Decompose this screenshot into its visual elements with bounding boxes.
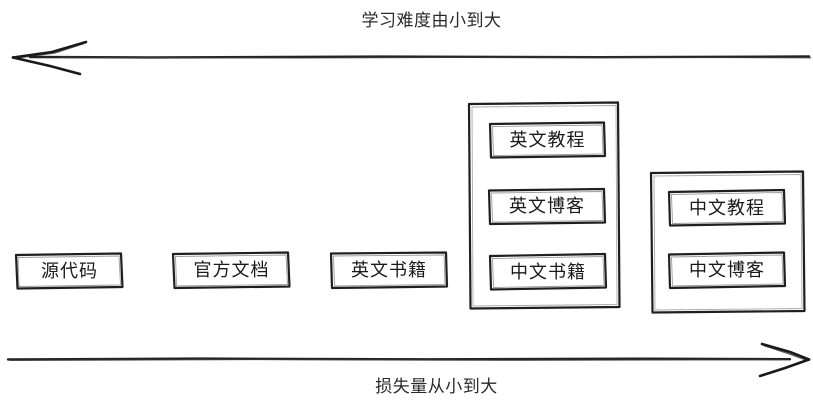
node-box-english-blog[interactable] bbox=[487, 187, 607, 226]
node-official-docs[interactable] bbox=[173, 252, 290, 288]
node-english-tutorial[interactable] bbox=[490, 122, 605, 157]
node-box-english-tutorial[interactable] bbox=[488, 121, 607, 159]
node-box-chinese-tutorial[interactable] bbox=[667, 188, 787, 227]
node-box-chinese-books[interactable] bbox=[488, 252, 608, 291]
node-chinese-books[interactable] bbox=[490, 254, 606, 289]
node-chinese-tutorial[interactable] bbox=[669, 190, 785, 225]
node-box-english-books[interactable] bbox=[329, 251, 449, 290]
bottom-axis-label: 损失量从小到大 bbox=[375, 377, 498, 396]
left-arrowhead-icon bbox=[11, 40, 88, 76]
node-chinese-blog[interactable] bbox=[669, 252, 785, 287]
right-arrowhead-icon bbox=[758, 342, 811, 378]
bottom-axis-arrow bbox=[6, 342, 811, 378]
node-box-source-code[interactable] bbox=[14, 252, 124, 290]
node-english-books[interactable] bbox=[331, 252, 447, 288]
top-axis-arrow bbox=[11, 40, 812, 76]
node-source-code[interactable] bbox=[16, 253, 123, 289]
node-english-blog[interactable] bbox=[489, 189, 605, 224]
node-box-official-docs[interactable] bbox=[171, 251, 291, 290]
top-axis-label: 学习难度由小到大 bbox=[361, 11, 502, 30]
node-box-chinese-blog[interactable] bbox=[667, 251, 787, 290]
